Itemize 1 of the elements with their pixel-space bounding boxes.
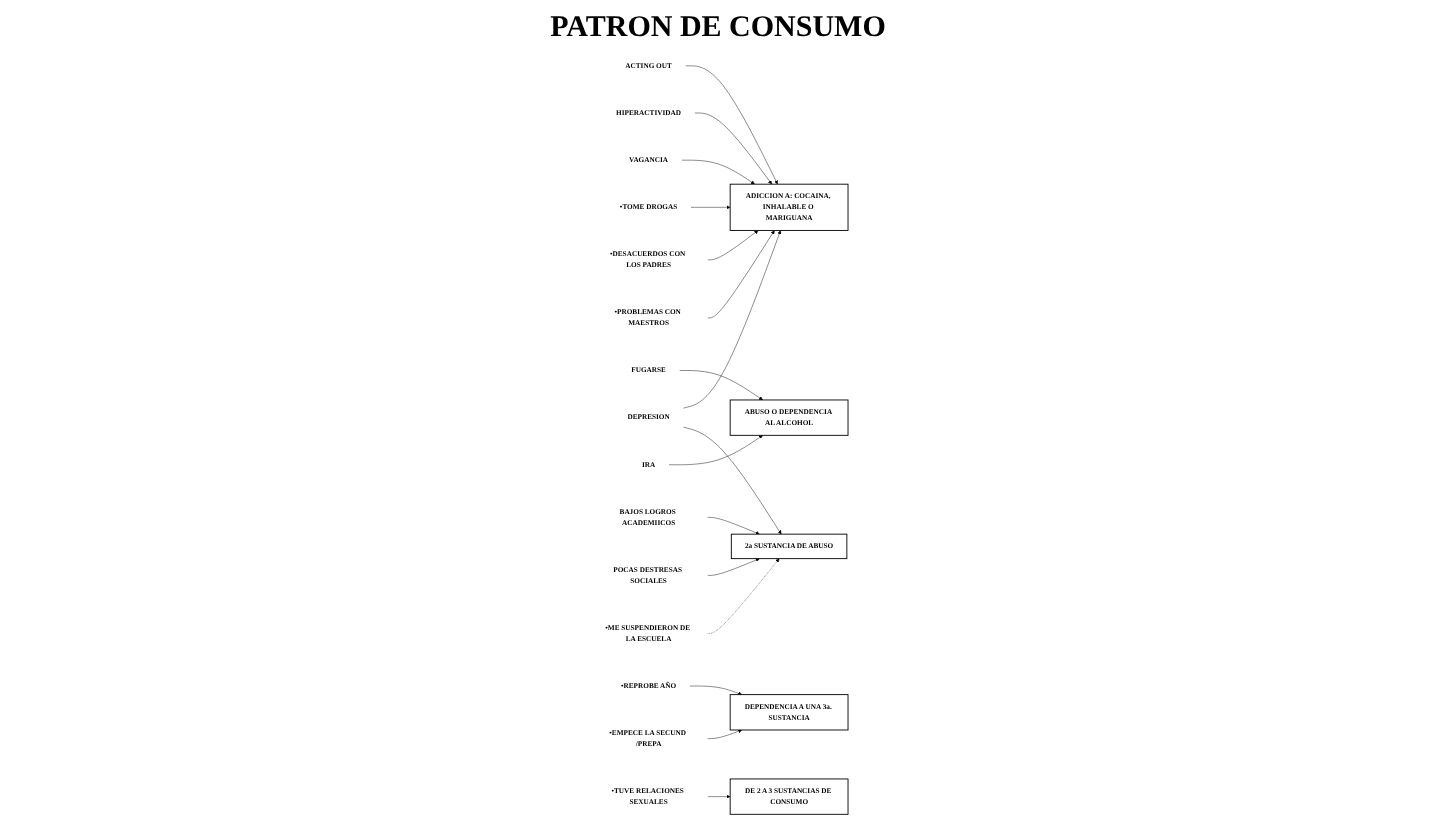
diagram-title: PATRON DE CONSUMO	[548, 12, 888, 46]
